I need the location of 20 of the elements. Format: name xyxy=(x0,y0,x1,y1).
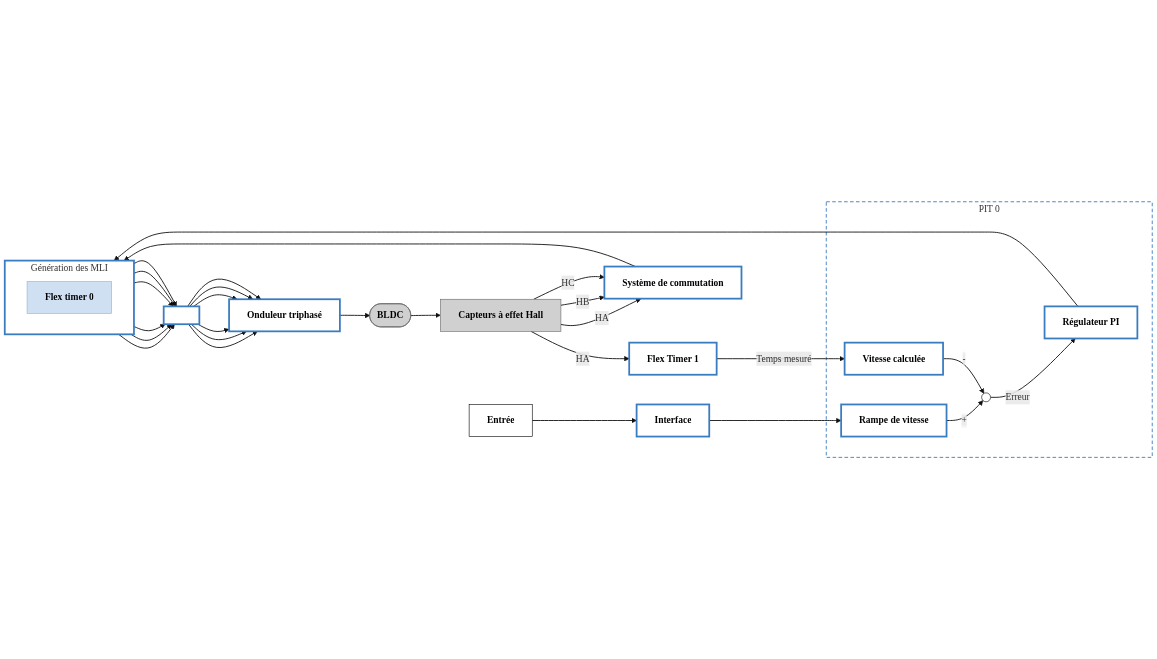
edge-label: Temps mesuré xyxy=(756,353,812,364)
node-box: Interface xyxy=(635,403,711,438)
node-box: Entrée xyxy=(468,404,533,437)
edge-label: HB xyxy=(576,296,590,307)
node-box: Flex timer 0 xyxy=(26,281,112,314)
edge-label: + xyxy=(961,415,967,426)
node-box: Régulateur PI xyxy=(1043,305,1139,340)
node-box xyxy=(162,305,201,326)
node-box: Capteurs à effet Hall xyxy=(440,298,562,332)
edge-label: HA xyxy=(595,312,609,323)
node-box: Système de commutation xyxy=(603,265,743,300)
node-box: Flex Timer 1 xyxy=(628,341,718,376)
node-circle xyxy=(981,392,991,403)
node-box: Vitesse calculée xyxy=(843,341,944,376)
edge-label: HC xyxy=(561,277,575,288)
edge-label: Erreur xyxy=(1005,391,1030,403)
edge-label: - xyxy=(962,353,966,364)
node-box: Onduleur triphasé xyxy=(228,298,341,333)
node-box: Rampe de vitesse xyxy=(840,403,948,438)
edge-label: HA xyxy=(575,353,590,364)
